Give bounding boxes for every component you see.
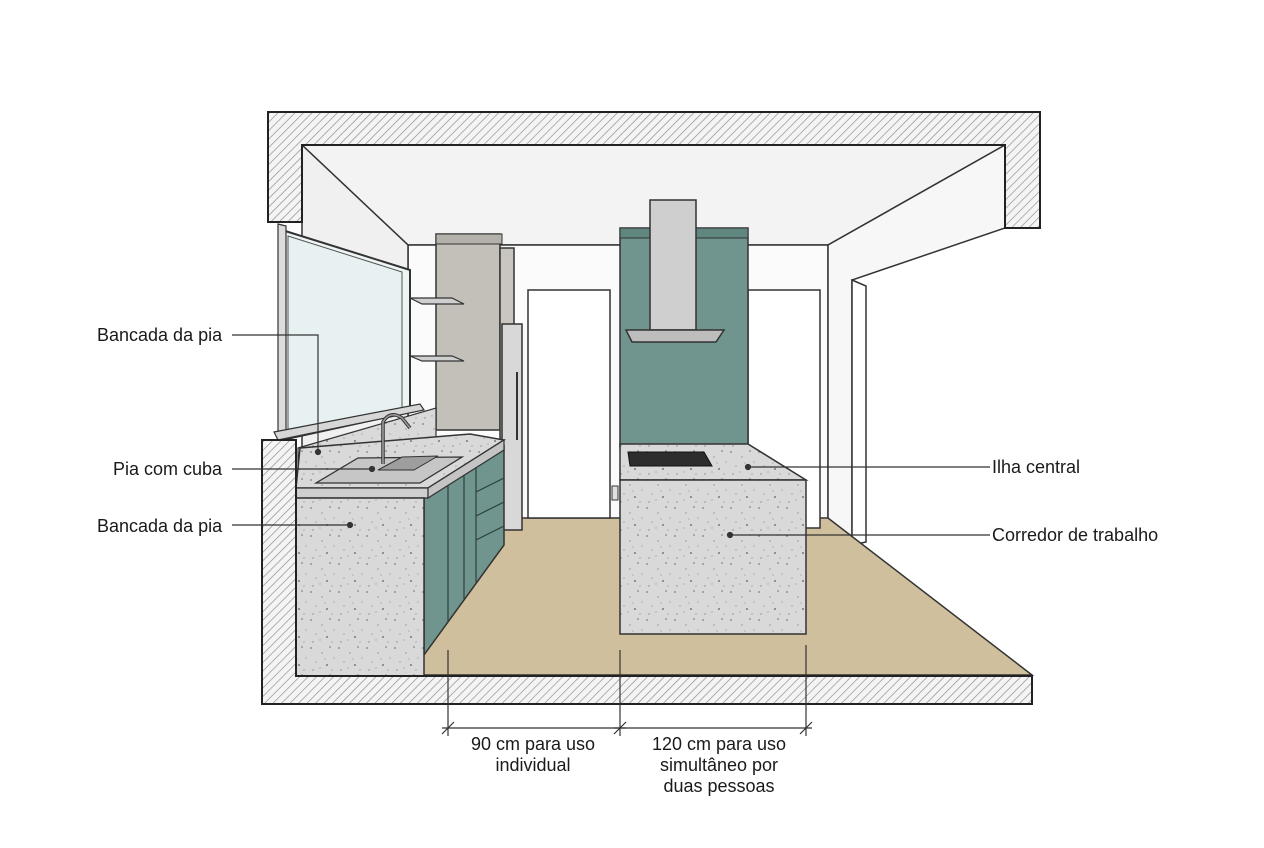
- right-wall-return: [851, 278, 867, 546]
- label-bancada-bottom: Bancada da pia: [97, 516, 223, 536]
- leader-bancada-top: [232, 334, 319, 452]
- label-corredor: Corredor de trabalho: [992, 525, 1159, 545]
- label-bancada-top: Bancada da pia: [97, 325, 223, 345]
- window: [273, 223, 425, 447]
- floor-slab: [261, 439, 1033, 705]
- sink-counter: [295, 413, 507, 677]
- central-island: [611, 443, 809, 635]
- sink-counter-front: [295, 497, 425, 677]
- dimension-120-text: 120 cm para uso simultâneo por duas pess…: [651, 734, 787, 796]
- label-pia: Pia com cuba: [113, 459, 223, 479]
- section-cut: [261, 111, 1041, 705]
- island-front: [619, 479, 807, 635]
- leader-lines: [232, 334, 990, 539]
- fridge: [501, 323, 523, 531]
- door-left: [527, 289, 611, 519]
- wall-shelves: [409, 297, 465, 362]
- ceiling-slab: [267, 111, 1041, 229]
- dimension-lines: [441, 645, 813, 736]
- label-ilha: Ilha central: [992, 457, 1081, 477]
- dimension-90-text: 90 cm para uso individual: [470, 734, 596, 775]
- range-hood: [624, 199, 726, 343]
- cooktop: [627, 451, 713, 467]
